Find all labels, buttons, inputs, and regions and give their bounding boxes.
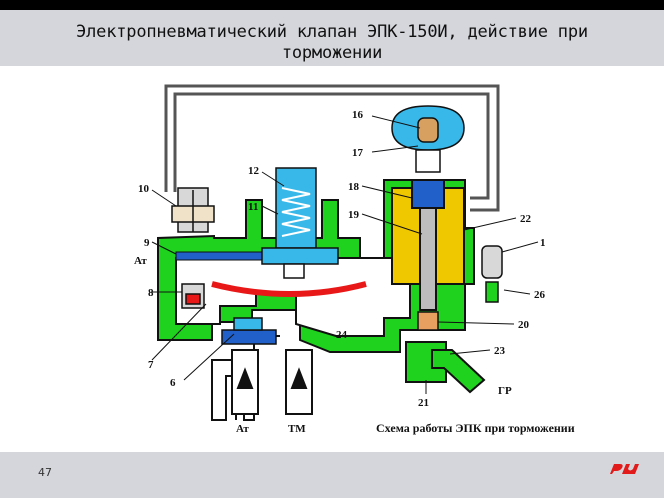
label-6: 6 [170,377,176,389]
port-at-bottom: Ат [236,423,249,435]
part-21-plunger [417,311,439,331]
part-11-12-spring [261,167,339,279]
part-labels: 16 17 12 11 10 9 8 7 6 18 19 22 1 26 20 … [138,109,546,409]
rzd-logo [610,464,639,474]
slide-title: Электропневматический клапан ЭПК-150И, д… [76,22,588,63]
label-21: 20 [518,319,530,331]
part-1-indicator [481,245,503,303]
diaphragm [211,281,367,297]
pipe-loop [164,84,500,212]
diagram-caption: Схема работы ЭПК при торможении [376,421,575,435]
label-26: 26 [534,289,546,301]
label-17: 17 [352,147,364,159]
label-23: 23 [494,345,506,357]
page-number: 47 [38,466,52,479]
label-1: 1 [540,237,546,249]
label-18: 18 [348,181,360,193]
port-gr: ГР [498,385,512,397]
epk-diagram: 16 17 12 11 10 9 8 7 6 18 19 22 1 26 20 … [134,84,575,435]
label-19: 19 [348,209,360,221]
label-24: 24 [336,329,348,341]
port-labels: Ат Ат ТМ ГР [134,255,512,435]
port-tm: ТМ [288,423,306,435]
top-strip [0,0,664,10]
part-16-cap [391,105,465,173]
part-10-valve [171,187,215,233]
footer-bar: 47 [0,452,664,498]
part-9-rod [175,251,265,261]
title-bar: Электропневматический клапан ЭПК-150И, д… [0,10,664,66]
label-10: 10 [138,183,150,195]
label-9: 9 [144,237,150,249]
solenoid-coil [391,179,465,311]
label-22: 21 [418,397,429,409]
leader-lines [151,115,539,394]
bottom-ports [231,349,313,415]
label-8: 8 [148,287,154,299]
part-8-valve [181,283,205,309]
label-12: 12 [248,165,260,177]
label-20: 22 [520,213,532,225]
label-7: 7 [148,359,154,371]
label-11: 11 [248,201,258,213]
label-16: 16 [352,109,364,121]
port-at-left: Ат [134,255,147,267]
part-6-valve [221,317,277,345]
